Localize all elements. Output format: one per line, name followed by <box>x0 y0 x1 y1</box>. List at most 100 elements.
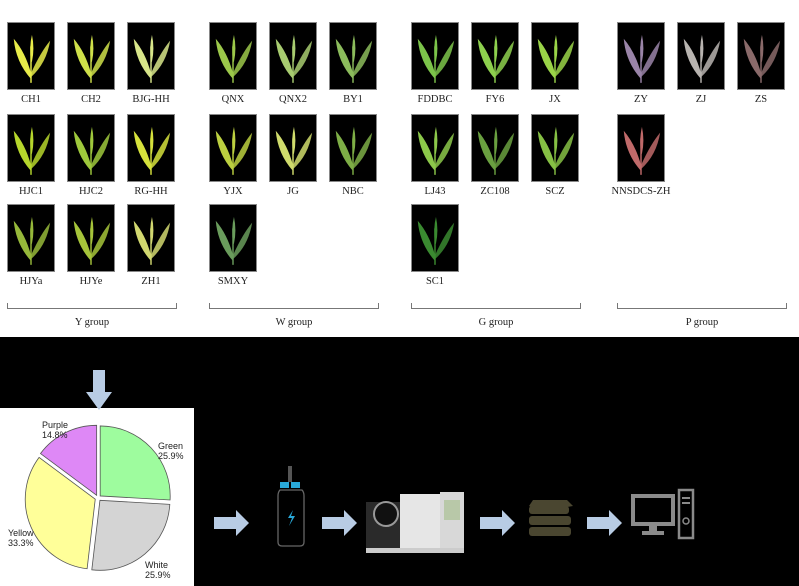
right-arrow-icon <box>480 510 515 536</box>
down-arrow-icon <box>86 370 112 410</box>
cultivar-photo <box>127 204 175 272</box>
tea-leaf-icon <box>215 126 253 175</box>
tea-leaf-icon <box>623 126 661 175</box>
cultivar-photo <box>209 204 257 272</box>
cultivar-photo <box>7 204 55 272</box>
label-green-name: Green <box>158 441 184 451</box>
cultivar-photo <box>737 22 785 90</box>
cultivar-photo <box>67 204 115 272</box>
tea-leaf-icon <box>133 126 171 175</box>
cultivar-label: HJC1 <box>19 186 43 197</box>
cultivar-label: HJC2 <box>79 186 103 197</box>
tea-leaf-icon <box>623 34 661 83</box>
label-yellow-pct: 33.3% <box>8 538 34 548</box>
tea-leaf-icon <box>73 216 111 265</box>
cultivar-photo <box>677 22 725 90</box>
cultivar-label: SC1 <box>425 276 445 287</box>
label-green-pct: 25.9% <box>158 451 184 461</box>
label-purple-pct: 14.8% <box>42 430 68 440</box>
label-white-name: White <box>145 560 169 570</box>
tea-leaf-icon <box>133 34 171 83</box>
group-label: G group <box>478 317 514 328</box>
tea-leaf-icon <box>215 34 253 83</box>
cultivar-photo <box>67 114 115 182</box>
cultivar-photo <box>411 114 459 182</box>
tea-leaf-icon <box>73 126 111 175</box>
tea-leaf-icon <box>133 216 171 265</box>
cultivar-photo <box>329 114 377 182</box>
cultivar-photo <box>411 204 459 272</box>
cultivar-label: LJ43 <box>424 186 446 197</box>
cultivar-label: BJG-HH <box>132 94 170 105</box>
cultivar-photo <box>329 22 377 90</box>
right-arrow-icon <box>587 510 622 536</box>
cultivar-label: YJX <box>223 186 243 197</box>
cultivar-label: ZS <box>754 94 768 105</box>
cultivar-label: ZJ <box>695 94 707 105</box>
cultivar-label: NNSDCS-ZH <box>611 186 671 197</box>
gc-ms-instrument-icon <box>366 492 464 553</box>
cultivar-photo <box>617 22 665 90</box>
cultivar-photo <box>411 22 459 90</box>
label-yellow-name: Yellow <box>8 528 34 538</box>
pie-slice-yellow <box>24 456 96 570</box>
tea-leaf-icon <box>335 34 373 83</box>
tea-leaf-icon <box>275 126 313 175</box>
tea-leaf-icon <box>13 216 51 265</box>
label-white-pct: 25.9% <box>145 570 171 580</box>
cultivar-photo <box>127 114 175 182</box>
pie-slice-green <box>99 425 171 501</box>
cultivar-label: BY1 <box>343 94 363 105</box>
cultivar-label: JG <box>287 186 299 197</box>
cultivar-photo <box>7 22 55 90</box>
cultivar-photo <box>617 114 665 182</box>
cultivar-photo <box>209 22 257 90</box>
pie-svg <box>24 424 171 571</box>
cultivar-photo <box>269 114 317 182</box>
tea-leaf-icon <box>335 126 373 175</box>
cultivar-label: RG-HH <box>134 186 168 197</box>
group-bracket <box>411 303 581 309</box>
cultivar-photo <box>531 22 579 90</box>
tea-leaf-icon <box>417 34 455 83</box>
cultivar-label: ZH1 <box>141 276 161 287</box>
group-bracket <box>7 303 177 309</box>
group-bracket <box>209 303 379 309</box>
group-label: W group <box>275 317 313 328</box>
pie-slice-purple <box>39 424 98 497</box>
label-purple-name: Purple <box>42 420 69 430</box>
cultivar-label: QNX <box>221 94 245 105</box>
cultivar-photo <box>471 114 519 182</box>
tea-leaf-icon <box>743 34 781 83</box>
right-arrow-icon <box>214 510 249 536</box>
tea-leaf-icon <box>13 34 51 83</box>
cultivar-label: ZC108 <box>480 186 510 197</box>
cultivar-label: HJYe <box>79 276 103 287</box>
sample-vial-icon <box>277 466 305 547</box>
tea-leaf-icon <box>417 126 455 175</box>
pie-slice-white <box>91 499 171 571</box>
cultivar-label: CH2 <box>81 94 101 105</box>
cultivar-label: ZY <box>634 94 648 105</box>
tea-leaf-icon <box>477 34 515 83</box>
cultivar-photo <box>127 22 175 90</box>
tea-leaf-icon <box>683 34 721 83</box>
cultivar-photo <box>7 114 55 182</box>
tea-leaf-icon <box>275 34 313 83</box>
group-label: P group <box>685 317 719 328</box>
cultivar-photo <box>209 114 257 182</box>
cultivar-label: SMXY <box>217 276 249 287</box>
tea-leaf-icon <box>417 216 455 265</box>
tea-leaf-icon <box>13 126 51 175</box>
computer-icon <box>631 488 695 540</box>
cultivar-label: FDDBC <box>417 94 453 105</box>
database-books-icon <box>529 500 573 536</box>
cultivar-label: CH1 <box>21 94 41 105</box>
group-label: Y group <box>74 317 110 328</box>
cultivar-photo <box>269 22 317 90</box>
tea-leaf-icon <box>215 216 253 265</box>
group-bracket <box>617 303 787 309</box>
